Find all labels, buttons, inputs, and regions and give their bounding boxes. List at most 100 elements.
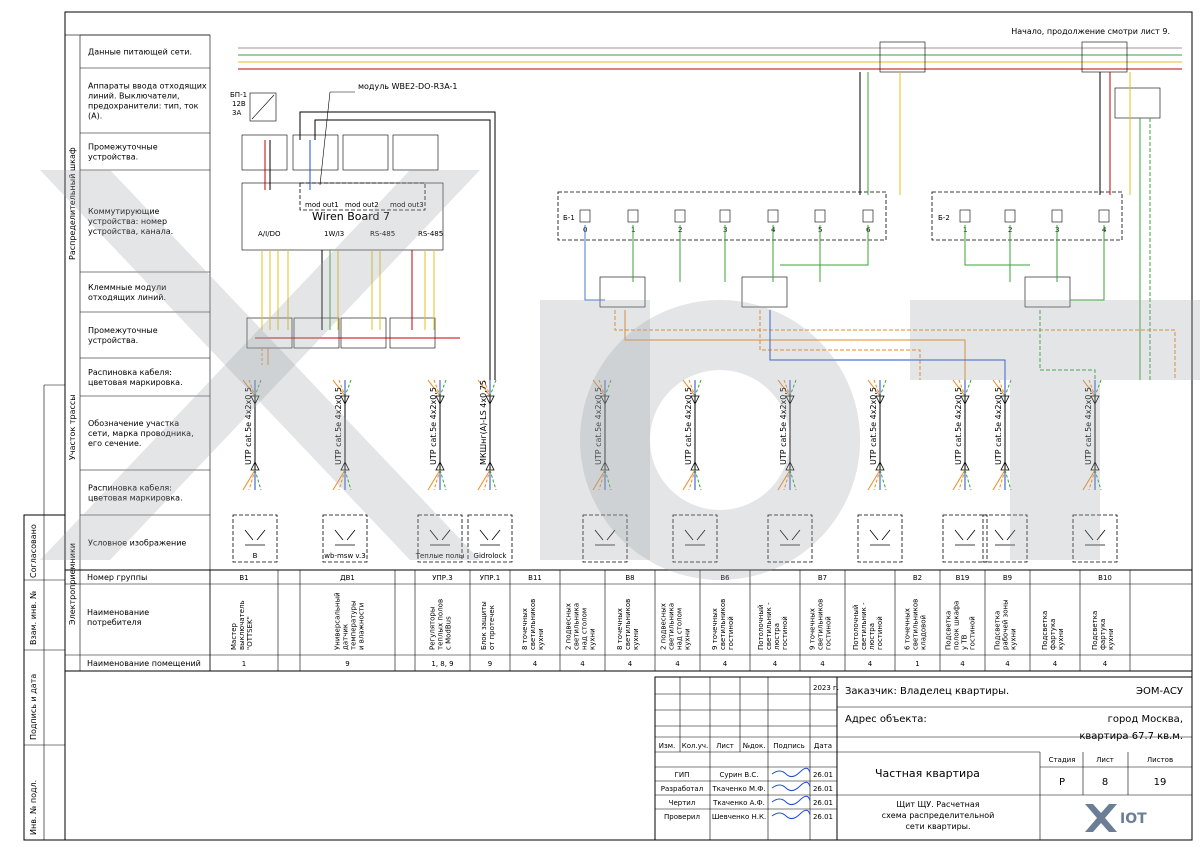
group-cell: B2 xyxy=(913,574,922,582)
intermediate-devices-bottom xyxy=(246,317,436,349)
module-label: модуль WBE2-DO-R3A-1 xyxy=(358,82,457,91)
signature xyxy=(771,795,811,806)
person-name: Сурин В.С. xyxy=(720,771,759,779)
dimmer-port xyxy=(674,209,686,223)
aio-label: A/I/DO xyxy=(258,230,281,238)
group-cell: B9 xyxy=(1003,574,1012,582)
mod-out2-label: mod out2 xyxy=(345,201,379,209)
title-col-header: №док. xyxy=(743,742,766,750)
group-cell: B11 xyxy=(528,574,542,582)
room-cell: 4 xyxy=(1053,660,1058,668)
dist-cabinet-label: Распределительный шкаф xyxy=(68,147,77,260)
relay-module-box xyxy=(299,182,426,211)
dimmer-port xyxy=(1051,209,1063,223)
role-name: Проверил xyxy=(664,813,700,821)
vzam-label: Взам. инв. № xyxy=(29,590,38,645)
cable-label: UTP cat.5e 4x2x0,5 xyxy=(594,387,603,465)
drawing-title-3: сети квартиры. xyxy=(905,822,970,831)
approved-label: Согласовано xyxy=(29,524,38,578)
person-name: Ткаченко М.Ф. xyxy=(711,785,765,793)
wire xyxy=(780,225,869,266)
title-col-header: Дата xyxy=(814,742,832,750)
intermediate-box-8 xyxy=(599,276,646,308)
wire xyxy=(299,111,496,380)
room-cell: 1 xyxy=(242,660,246,668)
project-code: ЭОМ-АСУ xyxy=(1136,686,1183,697)
rs485-label-2: RS-485 xyxy=(418,230,443,238)
room-cell: 4 xyxy=(580,660,585,668)
cable-run: UTP cat.5e 4x2x0,5 xyxy=(242,379,262,491)
symbol-label: wb-msw v.3 xyxy=(324,552,365,560)
dimmer-port xyxy=(862,209,874,223)
consumer-cell: Подсветкаполок шкафау ТВгостиной xyxy=(945,601,977,650)
wire xyxy=(769,310,1006,380)
sign-date-label: Подпись и дата xyxy=(29,674,38,740)
role-name: Чертил xyxy=(669,799,696,807)
consumer-cell: 9 точечныхсветильниковгостиной xyxy=(711,599,735,650)
symbol-label: B xyxy=(253,552,258,560)
group-cell: ДВ1 xyxy=(340,574,355,582)
onewire-label: 1W/I3 xyxy=(324,230,344,238)
tap-box-3a xyxy=(879,41,926,73)
consumer-symbol xyxy=(767,514,813,563)
consumer-symbol xyxy=(467,514,513,563)
cable-run: UTP cat.5e 4x2x0,5 xyxy=(427,379,447,491)
symbol-label: Теплые полы xyxy=(415,552,465,560)
row-label-6: Распиновка кабеля:цветовая маркировка. xyxy=(88,368,183,387)
consumer-symbol xyxy=(982,514,1028,563)
consumer-symbol xyxy=(417,514,463,563)
dimmer-port xyxy=(579,209,591,223)
dimmer-port xyxy=(767,209,779,223)
room-cell: 4 xyxy=(820,660,825,668)
consumer-cell: 2 подвесныхсветильниканад столомкухни xyxy=(565,603,597,650)
sign-date: 26.01 xyxy=(813,813,833,821)
cable-label: UTP cat.5e 4x2x0,5 xyxy=(334,387,343,465)
consumer-symbol xyxy=(857,514,903,563)
room-cell: 4 xyxy=(1103,660,1108,668)
cable-label: МКШнг(А)-LS 4x0,75 xyxy=(479,380,488,465)
dimmer-port xyxy=(1098,209,1110,223)
consumer-symbol xyxy=(322,514,368,563)
customer: Заказчик: Владелец квартиры. xyxy=(845,686,1009,697)
address-apartment: квартира 67.7 кв.м. xyxy=(1079,731,1183,742)
consumer-cell: Блок защитыот протечек xyxy=(480,601,496,650)
room-cell: 4 xyxy=(628,660,633,668)
drawing-title-1: Щит ЩУ. Расчетная xyxy=(896,800,979,809)
room-cell: 4 xyxy=(533,660,538,668)
consumer-cell: 8 точечныхсветильниковкухни xyxy=(616,599,640,650)
consumer-cell: Потолочныйсветильник -люстрагостиной xyxy=(852,602,884,650)
sign-date: 26.01 xyxy=(813,785,833,793)
room-cell: 4 xyxy=(773,660,778,668)
cable-label: UTP cat.5e 4x2x0,5 xyxy=(954,387,963,465)
wire xyxy=(584,225,605,301)
person-name: Шевченко Н.К. xyxy=(712,813,766,821)
room-cell: 4 xyxy=(723,660,728,668)
intermediate-devices-top xyxy=(241,134,439,171)
drawing-frame xyxy=(64,11,1193,841)
sign-date: 26.01 xyxy=(813,799,833,807)
room-label: Наименование помещений xyxy=(87,659,201,668)
title-col-header: Изм. xyxy=(659,742,675,750)
cable-run: UTP cat.5e 4x2x0,5 xyxy=(332,379,352,491)
route-label: Участок трассы xyxy=(68,394,77,460)
cable-label: UTP cat.5e 4x2x0,5 xyxy=(869,387,878,465)
mod-out1-label: mod out1 xyxy=(305,201,339,209)
stage-value: Р xyxy=(1059,777,1065,788)
sheets-value: 19 xyxy=(1154,777,1167,788)
person-name: Ткаченко А.Ф. xyxy=(712,799,765,807)
cable-label: UTP cat.5e 4x2x0,5 xyxy=(994,387,1003,465)
signature xyxy=(771,767,811,778)
group-cell: B19 xyxy=(956,574,970,582)
sign-date: 26.01 xyxy=(813,771,833,779)
group-cell: B6 xyxy=(720,574,730,582)
row-label-9: Условное изображение xyxy=(88,539,186,548)
psu-box xyxy=(249,92,277,122)
dimmer-port xyxy=(959,209,971,223)
room-cell: 9 xyxy=(488,660,492,668)
b2-module-box xyxy=(931,191,1123,241)
